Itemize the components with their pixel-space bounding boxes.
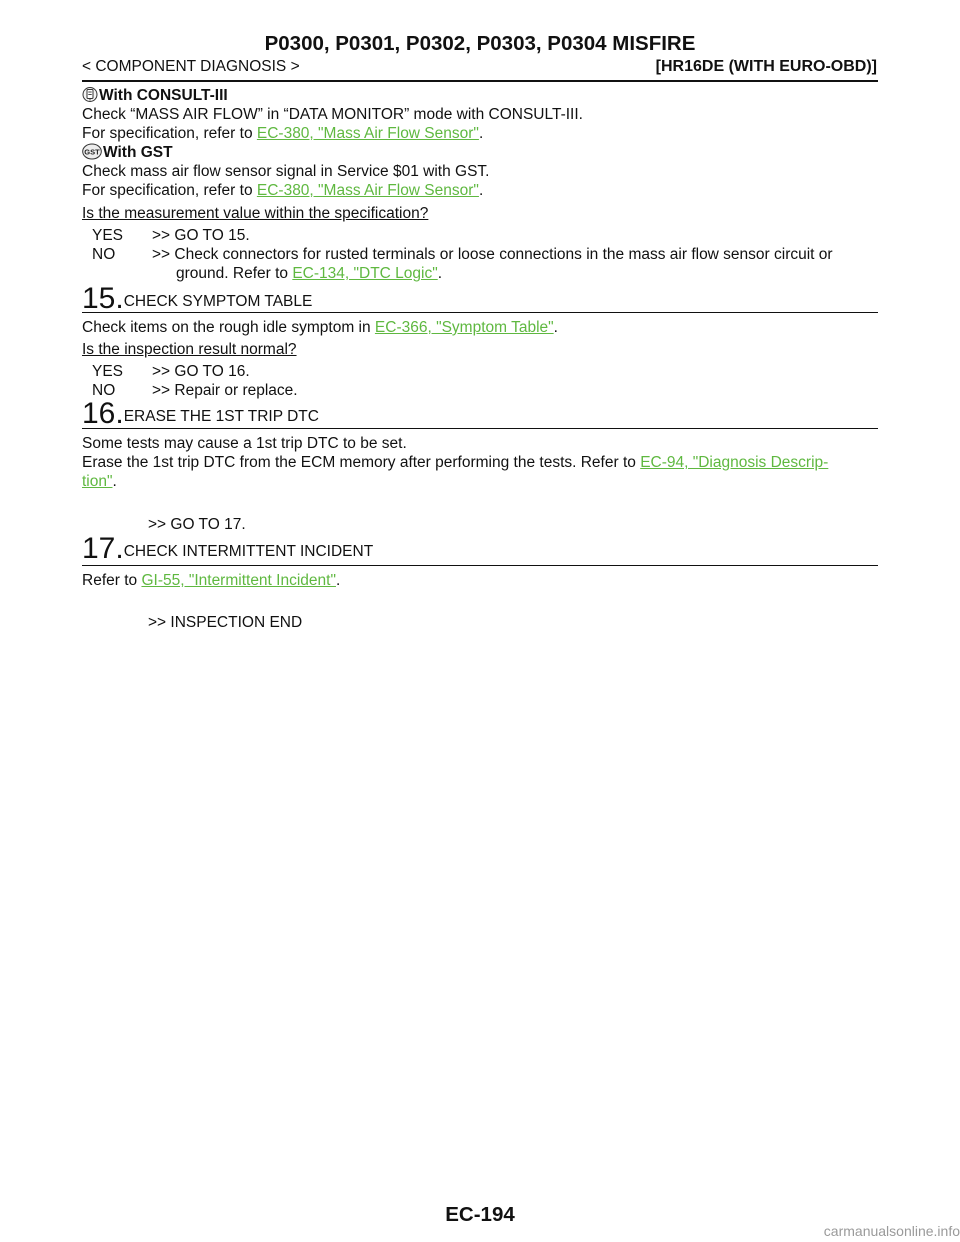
model-label: [HR16DE (WITH EURO-OBD)]	[655, 58, 877, 75]
gst-spec-line: For specification, refer to EC-380, "Mas…	[82, 181, 483, 200]
intermittent-incident-link[interactable]: GI-55, "Intermittent Incident"	[141, 572, 336, 589]
period: .	[112, 473, 117, 490]
spec-prefix: For specification, refer to	[82, 125, 257, 142]
step16-next: >> GO TO 17.	[148, 516, 246, 533]
step16-title: ERASE THE 1ST TRIP DTC	[123, 408, 319, 425]
gst-instruction: Check mass air flow sensor signal in Ser…	[82, 163, 490, 180]
step14-yes-key: YES	[92, 227, 124, 244]
step17-next: >> INSPECTION END	[148, 614, 303, 631]
period: .	[478, 125, 484, 142]
step14-no-action: >> Check connectors for rusted terminals…	[152, 246, 833, 263]
consult-heading-text: With CONSULT-III	[99, 87, 228, 104]
step16-divider	[82, 428, 878, 429]
step15-heading: 15.CHECK SYMPTOM TABLE	[82, 284, 312, 314]
consult-tool-icon	[82, 86, 98, 108]
step14-no-key: NO	[92, 246, 116, 263]
page-title: P0300, P0301, P0302, P0303, P0304 MISFIR…	[264, 32, 696, 55]
step15-number: 15.	[82, 282, 124, 315]
step16-body-line3: tion".	[82, 472, 117, 491]
no-cont-prefix: ground. Refer to	[176, 265, 293, 282]
breadcrumb: < COMPONENT DIAGNOSIS >	[82, 58, 300, 75]
header-divider	[82, 80, 878, 82]
spec-prefix: For specification, refer to	[82, 182, 257, 199]
period: .	[553, 319, 558, 336]
gst-icon-text: GST	[84, 147, 100, 156]
period: .	[478, 182, 484, 199]
mass-air-flow-spec-link-gst[interactable]: EC-380, "Mass Air Flow Sensor"	[256, 182, 479, 199]
step14-question: Is the measurement value within the spec…	[82, 205, 429, 222]
step16-body-prefix: Erase the 1st trip DTC from the ECM memo…	[82, 454, 641, 471]
step15-divider	[82, 312, 878, 313]
step17-heading: 17.CHECK INTERMITTENT INCIDENT	[82, 534, 373, 564]
step17-body-prefix: Refer to	[82, 572, 142, 589]
step15-yes-key: YES	[92, 363, 124, 380]
diagnosis-description-link-cont[interactable]: tion"	[82, 473, 113, 490]
step15-body: Check items on the rough idle symptom in…	[82, 318, 558, 337]
watermark: carmanualsonline.info	[823, 1223, 960, 1239]
step15-no-action: >> Repair or replace.	[152, 382, 298, 399]
step17-number: 17.	[82, 532, 124, 565]
symptom-table-link[interactable]: EC-366, "Symptom Table"	[374, 319, 554, 336]
step16-heading: 16.ERASE THE 1ST TRIP DTC	[82, 399, 319, 429]
dtc-logic-link[interactable]: EC-134, "DTC Logic"	[292, 265, 438, 282]
step16-body-line2: Erase the 1st trip DTC from the ECM memo…	[82, 453, 828, 472]
period: .	[335, 572, 341, 589]
step17-body: Refer to GI-55, "Intermittent Incident".	[82, 571, 340, 590]
step14-yes-action: >> GO TO 15.	[152, 227, 250, 244]
gst-tool-icon: GST	[82, 143, 102, 165]
step14-no-action-cont: ground. Refer to EC-134, "DTC Logic".	[176, 264, 442, 283]
step16-number: 16.	[82, 397, 124, 430]
step15-yes-action: >> GO TO 16.	[152, 363, 250, 380]
page-number: EC-194	[445, 1203, 515, 1226]
step15-title: CHECK SYMPTOM TABLE	[123, 293, 313, 310]
mass-air-flow-spec-link[interactable]: EC-380, "Mass Air Flow Sensor"	[256, 125, 479, 142]
diagnosis-description-link[interactable]: EC-94, "Diagnosis Descrip-	[640, 454, 829, 471]
consult-spec-line: For specification, refer to EC-380, "Mas…	[82, 124, 483, 143]
step15-question: Is the inspection result normal?	[82, 341, 297, 358]
consult-instruction: Check “MASS AIR FLOW” in “DATA MONITOR” …	[82, 106, 583, 123]
gst-heading: GST With GST	[82, 143, 173, 165]
consult-heading: With CONSULT-III	[82, 86, 228, 108]
gst-heading-text: With GST	[103, 144, 173, 161]
step16-body-line1: Some tests may cause a 1st trip DTC to b…	[82, 435, 407, 452]
step17-title: CHECK INTERMITTENT INCIDENT	[123, 543, 374, 560]
step15-no-key: NO	[92, 382, 116, 399]
period: .	[437, 265, 443, 282]
step15-body-prefix: Check items on the rough idle symptom in	[82, 319, 375, 336]
step17-divider	[82, 565, 878, 566]
